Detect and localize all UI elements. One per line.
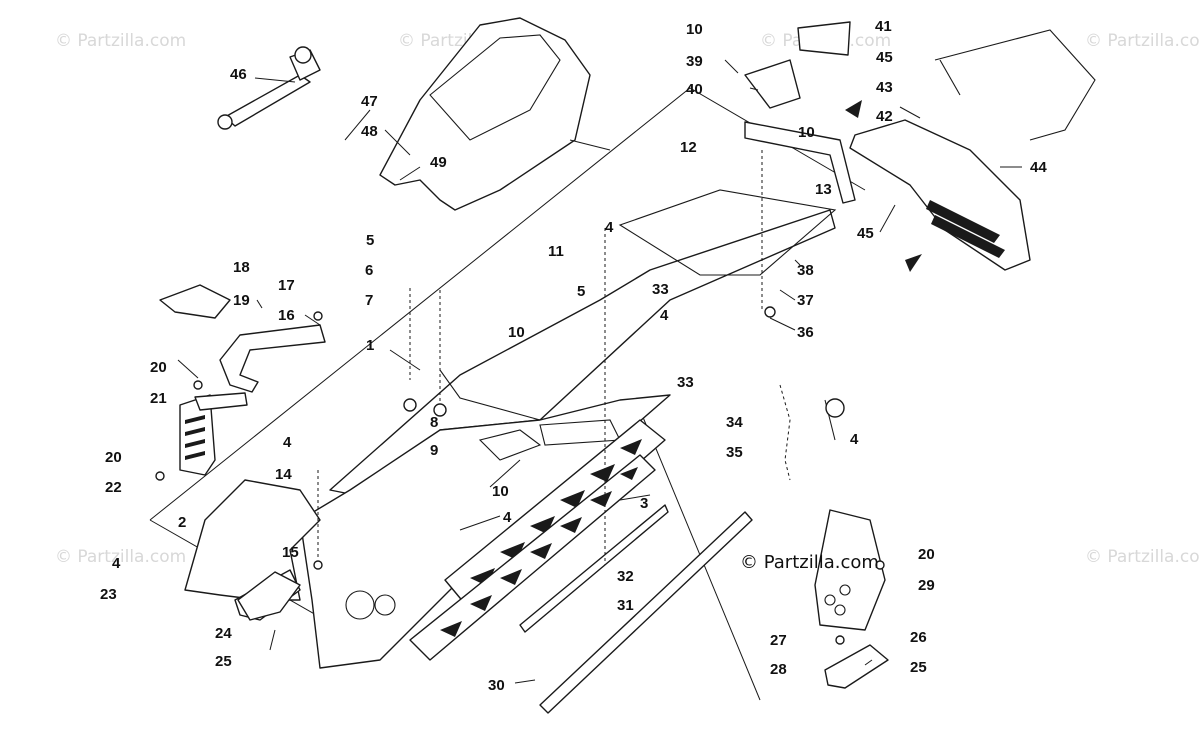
tunnel-assembly [299,189,837,669]
callout-label: 43 [876,79,893,96]
callout-label: 16 [278,307,295,324]
brand-caption: © Partzilla.com [740,552,879,573]
callout-label: 21 [150,390,167,407]
callout-label: 28 [770,661,787,678]
callout-label: 10 [492,483,509,500]
watermark-text: © Partzilla.com [55,31,186,51]
callout-label: 45 [876,49,893,66]
callout-label: 36 [797,324,814,341]
watermark-text: © Partzilla.com [1085,31,1200,51]
callout-label: 24 [215,625,232,642]
callout-label: 20 [918,546,935,563]
callout-label: 9 [430,442,438,459]
retaining-chain [779,384,791,481]
callout-label: 4 [850,431,859,448]
callout-label: 11 [548,243,564,260]
callout-label: 1 [366,337,374,354]
arrow-marker-icon [845,100,862,118]
callout-label: 2 [178,514,186,531]
callout-label: 4 [660,307,669,324]
seat [379,17,611,211]
small-cover [159,284,231,319]
callout-label: 39 [686,53,703,70]
callout-label: 46 [230,66,247,83]
callout-label: 20 [150,359,167,376]
rear-flap [849,29,1096,271]
callout-label: 29 [918,577,935,594]
callout-label: 44 [1030,159,1047,176]
callout-label: 10 [508,324,525,341]
callout-label: 32 [617,568,634,585]
callout-label: 14 [275,466,292,483]
watermark-text: © Partzilla.com [55,547,186,567]
callout-label: 19 [233,292,250,309]
callout-label: 13 [815,181,832,198]
callout-label: 6 [365,262,373,279]
callout-label: 31 [617,597,634,614]
watermark-text: © Partzilla.com [1085,547,1200,567]
callout-label: 48 [361,123,378,140]
callout-label: 26 [910,629,927,646]
callout-label: 5 [577,283,585,300]
front-bracket [179,392,248,476]
callout-label: 4 [503,509,512,526]
callout-label: 30 [488,677,505,694]
callout-label: 35 [726,444,743,461]
callout-label: 27 [770,632,787,649]
callout-label: 33 [652,281,669,298]
running-board [409,419,666,661]
callout-label: 23 [100,586,117,603]
callout-label: 47 [361,93,378,110]
callout-label: 40 [686,81,703,98]
callout-label: 17 [278,277,295,294]
callout-label: 20 [105,449,122,466]
callout-label: 10 [798,124,815,141]
callout-label: 3 [640,495,648,512]
callout-label: 12 [680,139,697,156]
callout-label: 45 [857,225,874,242]
callout-label: 18 [233,259,250,276]
fasteners [155,306,885,645]
steering-bracket [219,324,326,393]
callout-label: 33 [677,374,694,391]
callout-label: 37 [797,292,814,309]
callout-label: 25 [910,659,927,676]
callout-label: 10 [686,21,703,38]
callout-label: 22 [105,479,122,496]
callout-labels: 1 2 3 4 4 4 4 4 4 5 5 6 7 8 9 10 10 10 1… [100,18,1047,694]
callout-label: 4 [283,434,292,451]
fastener-lines [317,150,763,565]
callout-label: 5 [366,232,374,249]
callout-label: 7 [365,292,373,309]
callout-label: 8 [430,414,438,431]
grab-handle [237,571,301,621]
callout-label: 25 [215,653,232,670]
callout-label: 42 [876,108,893,125]
callout-label: 4 [605,219,614,236]
leader-lines [177,59,1022,684]
footrest [814,509,889,689]
hitch [744,21,851,109]
callout-label: 41 [875,18,892,35]
callout-label: 34 [726,414,743,431]
arrow-marker-icon [905,254,922,272]
rear-bracket [744,121,856,204]
air-pump [217,46,321,130]
callout-label: 38 [797,262,814,279]
callout-label: 49 [430,154,447,171]
callout-label: 15 [282,544,299,561]
cross-shaft [519,504,753,714]
callout-label: 4 [112,555,121,572]
